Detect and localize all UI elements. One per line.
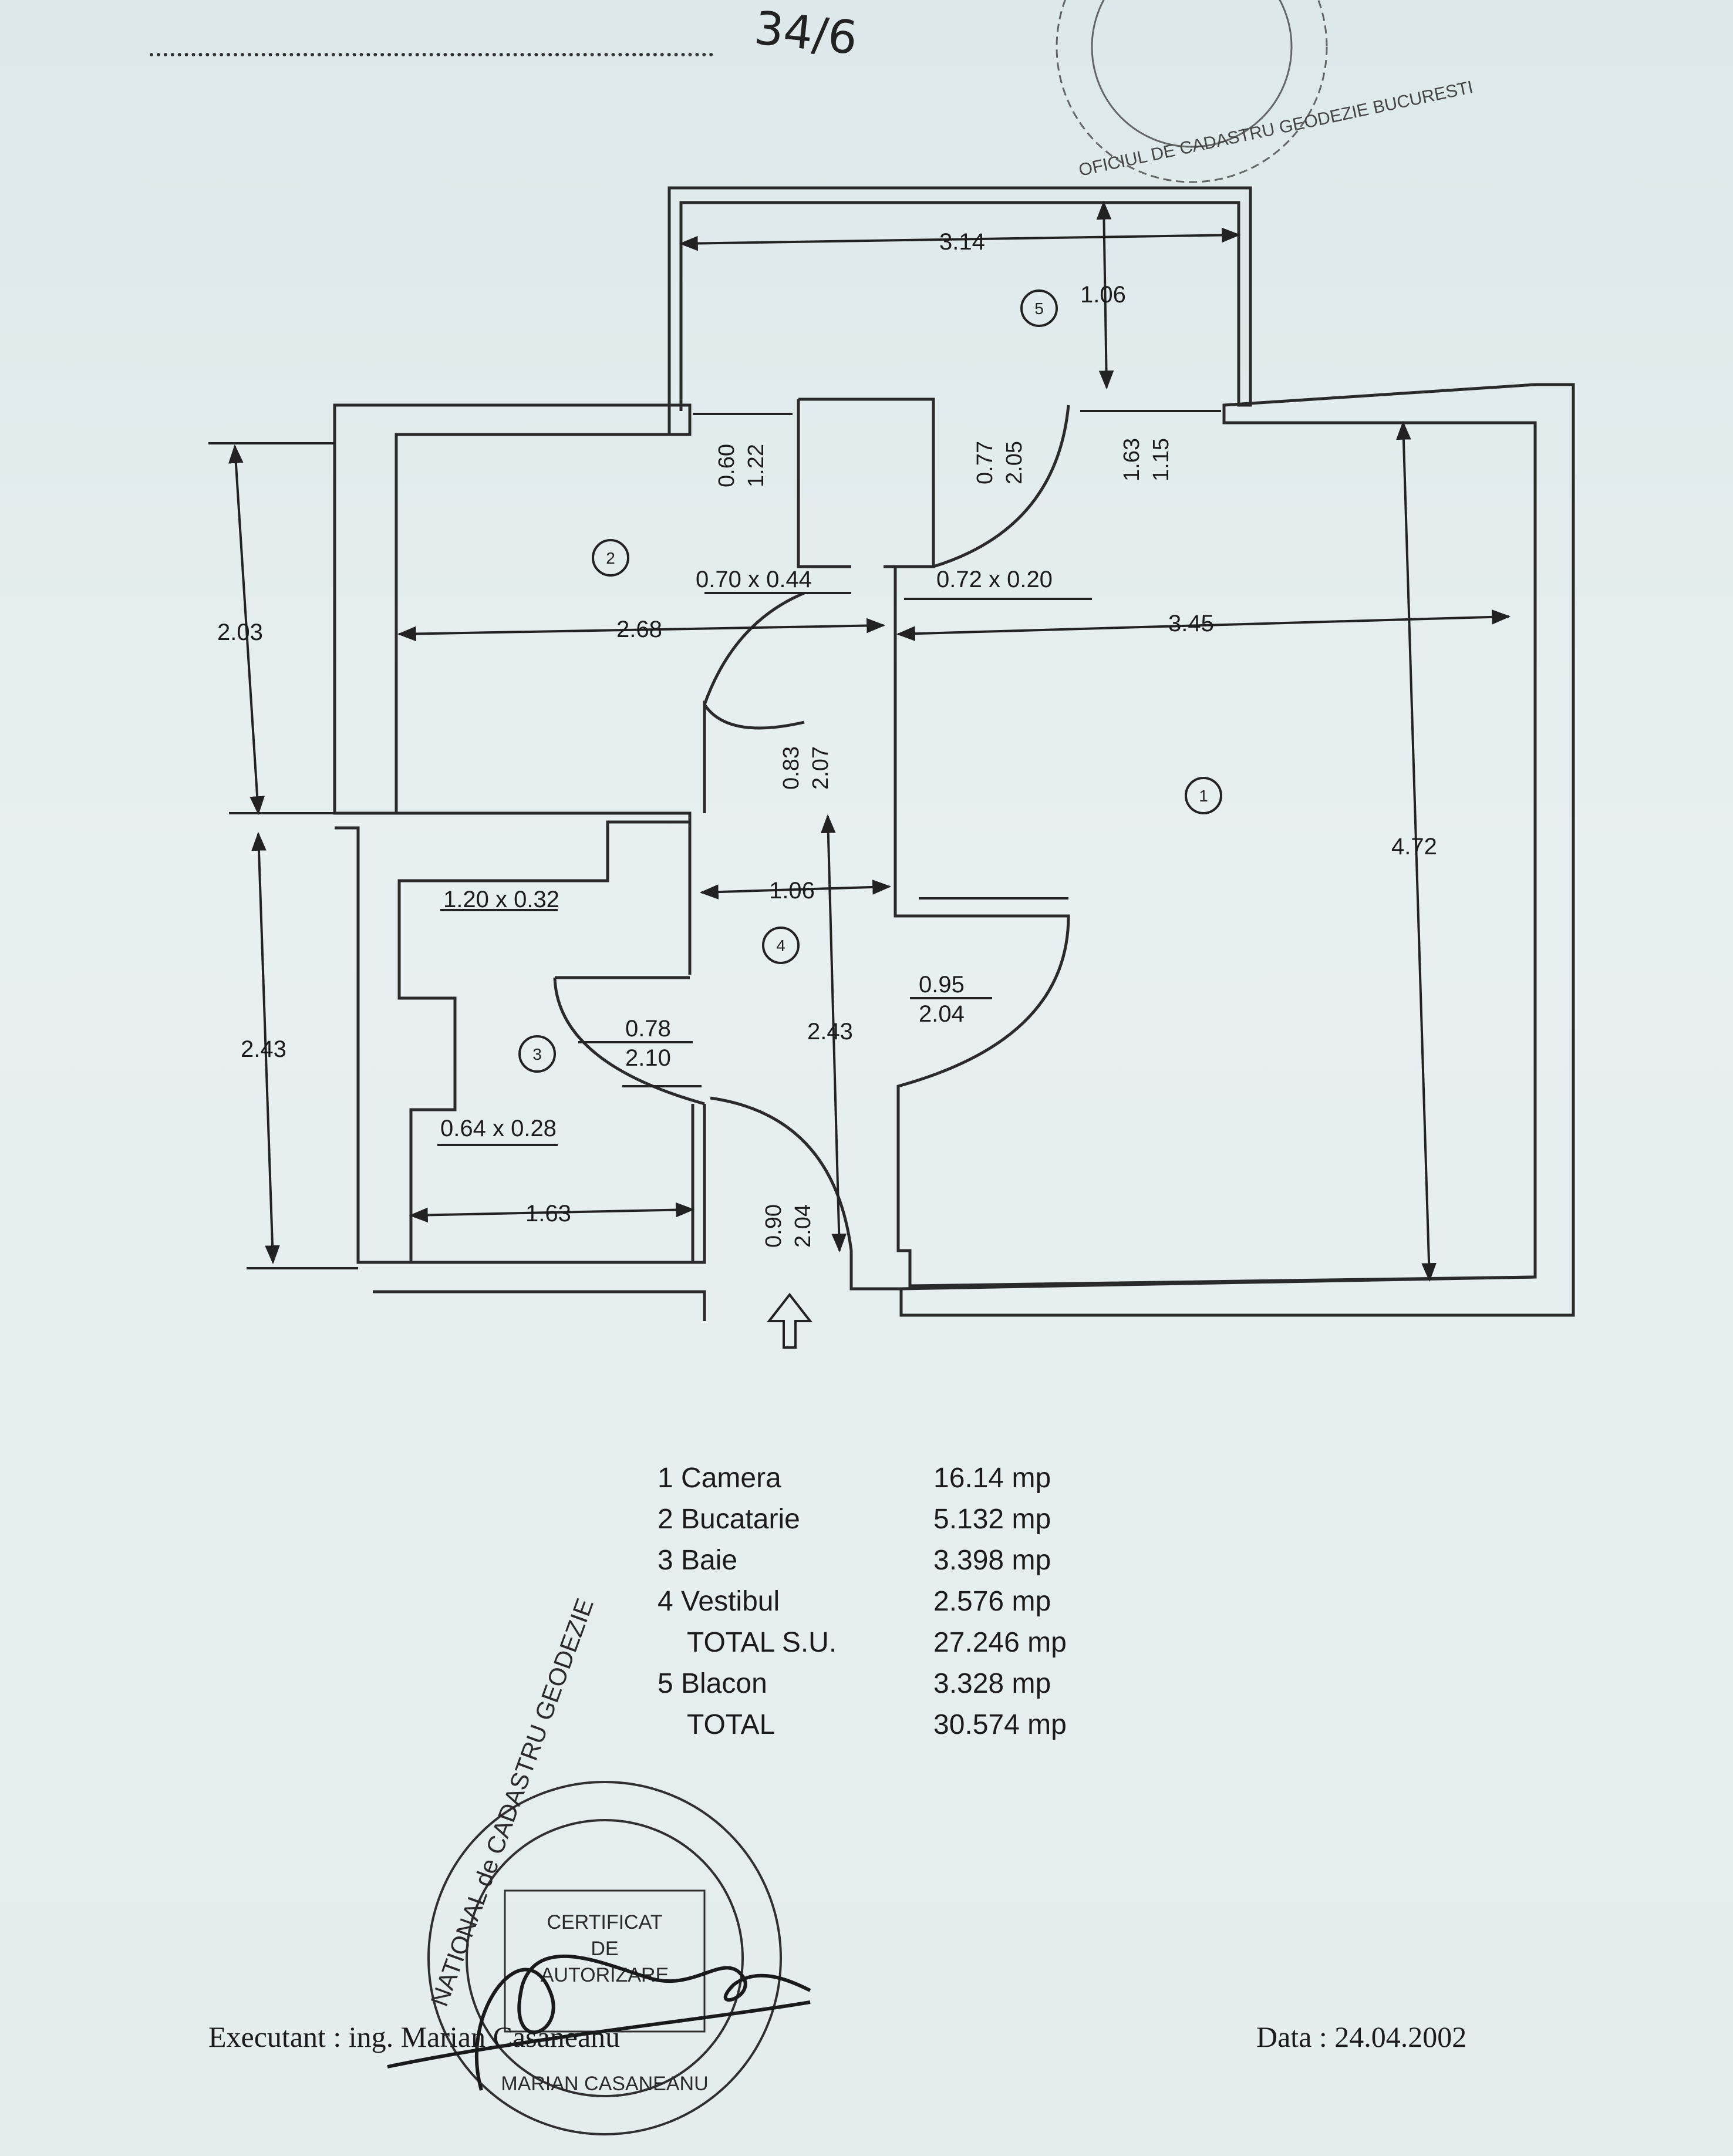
stamp-ring-text: NATIONAL de CADASTRU GEODEZIE	[425, 1595, 599, 2010]
round-stamp	[427, 1781, 782, 2135]
dim-kitchen-window-top: 0.60	[714, 444, 739, 487]
bath-door-swing	[553, 977, 705, 1106]
dim-room-niche: 0.72 x 0.20	[936, 567, 1053, 592]
room-marker-1-label: 1	[1199, 787, 1208, 805]
dim-hall-width: 1.06	[769, 878, 815, 904]
top-stamp-text: OFICIUL DE CADASTRU GEODEZIE BUCURESTI	[1077, 78, 1475, 180]
dim-bath-niche-bottom: 0.64 x 0.28	[440, 1116, 557, 1141]
balcony-wall	[667, 186, 1252, 434]
legend-name: 2 Bucatarie	[658, 1504, 800, 1535]
room-marker-2	[592, 539, 629, 577]
bath-inner-wall	[397, 820, 690, 1262]
legend-name: 3 Baie	[658, 1545, 738, 1576]
dim-room-height: 4.72	[1391, 834, 1437, 860]
legend-name: 4 Vestibul	[658, 1586, 780, 1617]
bath-outer-wall	[335, 826, 706, 1264]
dim-balcony-door-top: 0.77	[973, 441, 997, 484]
legend-area: 27.246 mp	[933, 1627, 1067, 1658]
legend-area: 3.328 mp	[933, 1668, 1051, 1699]
legend-name: 5 Blacon	[658, 1668, 767, 1699]
dim-kitchen-door-bottom: 2.07	[808, 746, 833, 790]
dim-balcony-width: 3.14	[939, 229, 985, 255]
room-marker-4	[762, 927, 800, 964]
dim-kitchen-height: 2.03	[217, 619, 263, 645]
dim-kitchen-door-top: 0.83	[779, 746, 804, 790]
dim-bath-door-bottom: 2.10	[625, 1045, 671, 1071]
dim-bath-niche-top: 1.20 x 0.32	[443, 887, 559, 912]
executant-line: Executant : ing. Marian Casaneanu	[208, 2020, 621, 2053]
dim-room-window-top: 1.63	[1120, 438, 1144, 481]
legend-name: TOTAL S.U.	[687, 1627, 837, 1658]
room-marker-3	[518, 1035, 556, 1073]
bottom-wall	[373, 1290, 706, 1321]
legend-area: 2.576 mp	[933, 1586, 1051, 1617]
room-marker-5-label: 5	[1034, 299, 1044, 318]
dim-bath-height: 2.43	[241, 1036, 286, 1062]
dim-kitchen-window-bottom: 1.22	[744, 444, 768, 487]
dim-room-window-bottom: 1.15	[1149, 438, 1174, 481]
dim-room-door-bottom: 2.04	[919, 1001, 965, 1027]
dotted-line	[150, 53, 713, 56]
dim-kitchen-width: 2.68	[616, 617, 662, 642]
dim-bath-width: 1.63	[525, 1201, 571, 1227]
legend-name: TOTAL	[687, 1709, 776, 1740]
room-marker-3-label: 3	[532, 1045, 542, 1063]
dim-room-width: 3.45	[1168, 611, 1214, 636]
kitchen-door-swing	[703, 699, 805, 813]
kitchen-column	[798, 397, 935, 568]
signature	[387, 1954, 811, 2091]
room-marker-2-label: 2	[606, 549, 615, 567]
date-line: Data : 24.04.2002	[1256, 2020, 1467, 2053]
dim-kitchen-niche: 0.70 x 0.44	[696, 567, 812, 592]
entry-door-swing	[710, 1096, 901, 1291]
kitchen-bottom-wall	[396, 811, 692, 822]
top-stamp	[1056, 0, 1328, 183]
kitchen-outer-wall	[333, 403, 692, 815]
legend-area: 3.398 mp	[933, 1545, 1051, 1576]
legend-area: 16.14 mp	[933, 1463, 1051, 1494]
dim-balcony-door-bottom: 2.05	[1002, 441, 1027, 484]
room-marker-4-label: 4	[776, 936, 785, 955]
legend-area: 30.574 mp	[933, 1709, 1067, 1740]
legend-area: 5.132 mp	[933, 1504, 1051, 1535]
room-door-swing	[894, 567, 1536, 1288]
dim-room-door-top: 0.95	[919, 972, 965, 998]
stamp-certificate-line2: DE	[591, 1938, 618, 1960]
room-outer-wall	[899, 383, 1575, 1317]
dim-balcony-depth: 1.06	[1080, 282, 1126, 308]
stamp-certificate-line3: AUTORIZARE	[541, 1964, 669, 1986]
stamp-name: MARIAN CASANEANU	[501, 2073, 708, 2095]
entry-arrow-icon	[766, 1292, 813, 1349]
legend-name: 1 Camera	[658, 1463, 781, 1494]
balcony-door-swing	[933, 405, 1070, 568]
dim-entry-door-bottom: 2.04	[791, 1204, 815, 1248]
stamp-certificate-line1: CERTIFICAT	[547, 1911, 662, 1933]
dim-hall-length: 2.43	[807, 1019, 853, 1045]
dim-bath-door-top: 0.78	[625, 1016, 671, 1042]
room-marker-5	[1020, 289, 1058, 327]
dim-entry-door-top: 0.90	[761, 1204, 786, 1248]
room-marker-1	[1185, 777, 1222, 814]
